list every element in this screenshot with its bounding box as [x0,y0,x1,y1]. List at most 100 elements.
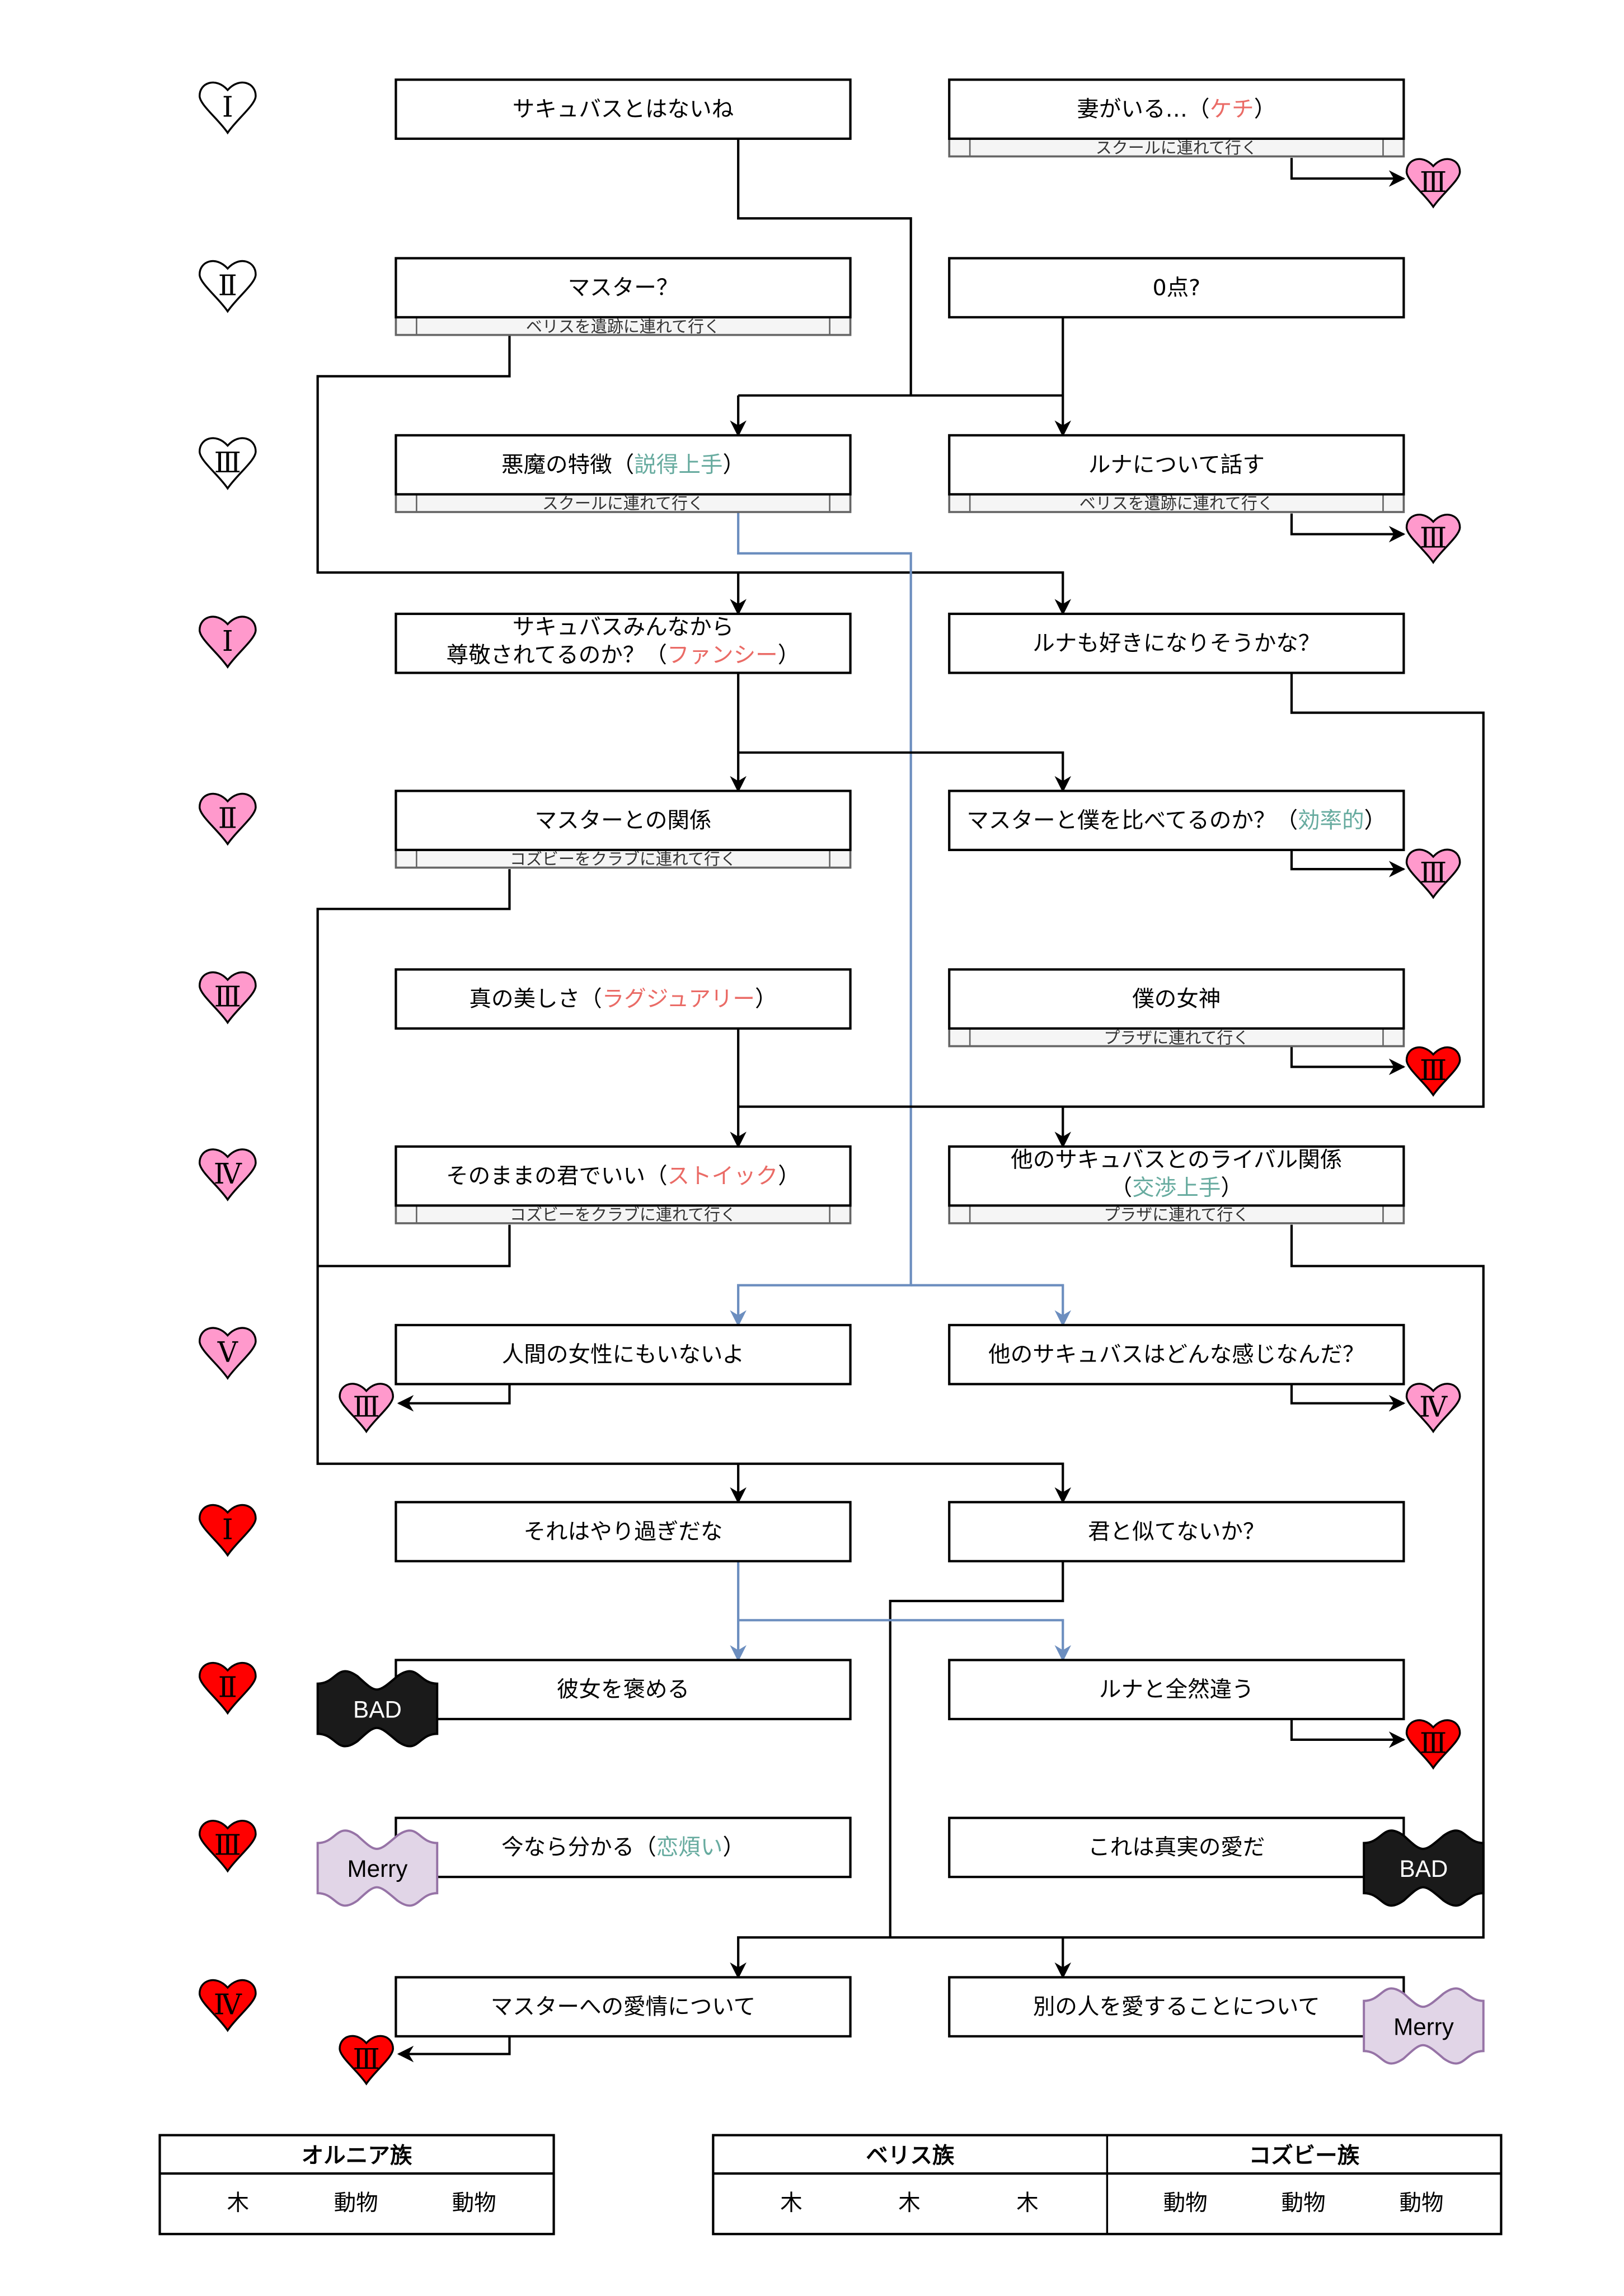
heart-icon [339,1383,394,1434]
choice-box[interactable]: それはやり過ぎだな [395,1501,852,1562]
personality-trait: ケチ [1210,96,1254,122]
choice-text: 0点? [1152,275,1200,301]
action-label: ベリスを遺跡に連れて行く [526,317,720,336]
choice-box[interactable]: ルナと全然違う [948,1659,1405,1721]
choice-box[interactable]: マスターと僕を比べてるのか？（効率的） [948,790,1405,851]
heart-icon [198,437,257,490]
heart-icon [198,1979,257,2032]
choice-box[interactable]: 他のサキュバスはどんな感じなんだ？ [948,1323,1405,1386]
clan-table: オルニア族木動物動物 [158,2134,555,2236]
choice-box[interactable]: 別の人を愛することについて [948,1976,1405,2038]
box-frame [948,1659,1405,1721]
clan-item: 木 [227,2190,249,2216]
connector [1290,158,1406,187]
connector [316,335,1072,616]
choice-label: 尊敬されてるのか？（ファンシー） [447,642,800,668]
bad-ending-badge: BAD [316,1670,439,1748]
choice-label: 今なら分かる（恋煩い） [501,1835,745,1861]
choice-text: 今なら分かる（ [501,1835,656,1861]
choice-box[interactable]: これは真実の愛だ [948,1816,1405,1879]
choice-box[interactable]: マスターへの愛情について [395,1976,852,2038]
choice-label: 人間の女性にもいないよ [502,1342,744,1368]
personality-trait: ラグジュアリー [602,986,755,1012]
ending-label: BAD [353,1696,402,1722]
clan-name: オルニア族 [302,2143,412,2169]
heart-numeral: Ⅱ [218,269,237,302]
choice-box[interactable]: 真の美しさ（ラグジュアリー） [395,968,852,1030]
row-heart: Ⅱ [198,1661,257,1715]
choice-label: マスター？ [568,275,679,301]
choice-label: 悪魔の特徴（説得上手） [501,452,745,478]
choice-box[interactable]: コズビーをクラブに連れて行く マスターとの関係 [395,790,852,869]
choice-label: マスターと僕を比べてるのか？（効率的） [966,807,1386,833]
blue-connector [738,1619,1072,1662]
heart-icon [198,1327,257,1380]
choice-box[interactable]: 彼女を褒める [395,1659,852,1721]
choice-box[interactable]: 0点? [948,257,1405,319]
heart-numeral: Ⅱ [218,801,237,834]
personality-trait: ファンシー [667,642,778,668]
clan-item: 動物 [1163,2190,1208,2216]
choice-label: マスターとの関係 [534,807,711,833]
clan-table: ベリス族木木木コズビー族動物動物動物 [712,2134,1503,2236]
choice-text: 尊敬されてるのか？（ [447,642,667,668]
choice-text: ルナも好きになりそうかな？ [1032,631,1320,656]
heart-numeral: Ⅲ [1420,521,1447,554]
box-frame [395,612,852,674]
box-frame [395,790,852,851]
box-frame [948,434,1405,496]
heart-numeral: Ⅳ [1419,1390,1448,1423]
clan-item: 動物 [452,2190,496,2216]
action-label: スクールに連れて行く [1096,138,1257,157]
choice-text: ルナと全然違う [1099,1677,1254,1702]
action-bar [948,1204,1405,1224]
ending-label: BAD [1400,1856,1448,1882]
heart-numeral: Ⅱ [218,1670,237,1703]
choice-box[interactable]: サキュバスとはないね [395,78,852,140]
action-bar [395,849,852,869]
clan-item: 木 [1016,2190,1039,2216]
choice-text: 人間の女性にもいないよ [502,1342,744,1368]
choice-box[interactable]: 今なら分かる（恋煩い） [395,1816,852,1879]
choice-box[interactable]: ルナも好きになりそうかな？ [948,612,1405,674]
row-heart: Ⅳ [198,1148,257,1201]
choice-box[interactable]: 人間の女性にもいないよ [395,1323,852,1386]
connector [738,673,1485,1108]
heart-icon [198,260,257,313]
choice-text: ルナについて話す [1088,452,1265,478]
choice-text: 妻がいる…（ [1077,96,1209,122]
choice-box[interactable]: コズビーをクラブに連れて行く そのままの君でいい（ストイック） [395,1145,852,1224]
choice-text: 悪魔の特徴（ [501,452,634,478]
action-label: コズビーをクラブに連れて行く [510,849,736,868]
choice-box[interactable]: 君と似てないか？ [948,1501,1405,1562]
ending-label: Merry [348,1856,409,1882]
clan-item: 動物 [1282,2190,1326,2216]
box-frame [395,1323,852,1386]
target-heart: Ⅲ [339,2035,394,2086]
choice-label: サキュバスとはないね [513,96,734,122]
action-label: コズビーをクラブに連れて行く [510,1205,736,1224]
choice-text: ） [1364,807,1387,833]
choice-box[interactable]: ベリスを遺跡に連れて行く マスター？ [395,257,852,336]
target-heart: Ⅲ [1405,1046,1461,1097]
heart-icon [1405,1719,1461,1770]
heart-icon [1405,1046,1461,1097]
personality-trait: 交渉上手 [1132,1175,1221,1201]
heart-icon [198,792,257,846]
heart-icon [339,2035,394,2086]
connector-lines [316,138,1485,2063]
heart-numeral: Ⅳ [214,1157,242,1190]
personality-trait: ストイック [668,1163,778,1189]
action-label: プラザに連れて行く [1104,1028,1249,1047]
choice-text: サキュバスみんなから [513,614,734,640]
choice-label: そのままの君でいい（ストイック） [446,1163,800,1189]
